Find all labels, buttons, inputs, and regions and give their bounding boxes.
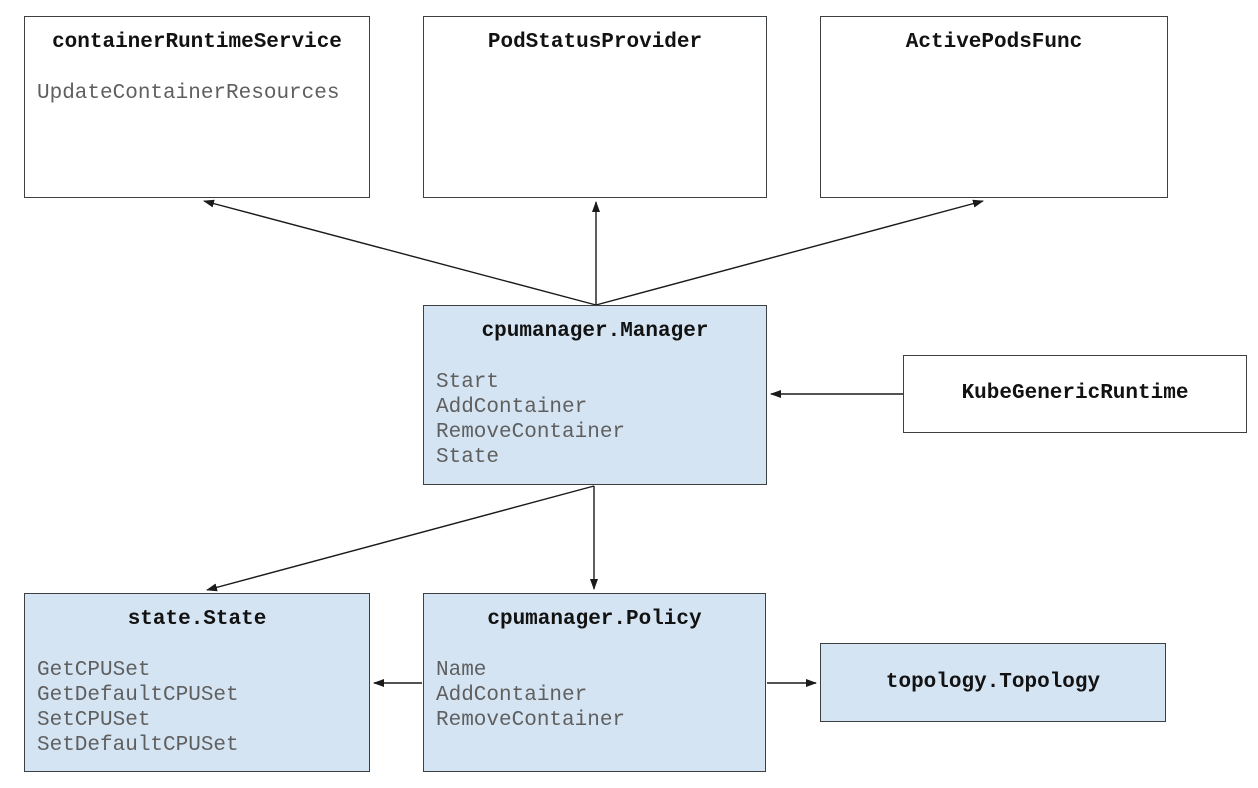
box-title: cpumanager.Policy — [487, 608, 702, 631]
method-label: SetCPUSet — [37, 709, 151, 732]
method-label: GetCPUSet — [37, 659, 151, 682]
method-label: SetDefaultCPUSet — [37, 734, 239, 757]
arrow-manager-to-state-state — [206, 485, 595, 592]
box-kube-generic-runtime: KubeGenericRuntime — [903, 355, 1247, 433]
method-label: RemoveContainer — [436, 709, 626, 732]
arrow-manager-to-active-pods-func — [595, 199, 984, 306]
method-list: UpdateContainerResources — [25, 81, 369, 106]
method-list: Start AddContainer RemoveContainer State — [424, 370, 766, 470]
method-label: RemoveContainer — [436, 421, 626, 444]
arrow-manager-to-container-runtime-service — [203, 199, 597, 306]
box-title: ActivePodsFunc — [905, 31, 1083, 54]
method-label: AddContainer — [436, 396, 588, 419]
box-topology-topology: topology.Topology — [820, 643, 1166, 722]
box-state-state: state.State GetCPUSet GetDefaultCPUSet S… — [24, 593, 370, 772]
box-title: PodStatusProvider — [487, 31, 703, 54]
box-pod-status-provider: PodStatusProvider — [423, 16, 767, 198]
box-title: KubeGenericRuntime — [961, 382, 1189, 405]
box-container-runtime-service: containerRuntimeService UpdateContainerR… — [24, 16, 370, 198]
box-cpumanager-policy: cpumanager.Policy Name AddContainer Remo… — [423, 593, 766, 772]
method-label: GetDefaultCPUSet — [37, 684, 239, 707]
method-list: GetCPUSet GetDefaultCPUSet SetCPUSet Set… — [25, 658, 369, 758]
method-label: Start — [436, 371, 500, 394]
box-cpumanager-manager: cpumanager.Manager Start AddContainer Re… — [423, 305, 767, 485]
box-title: containerRuntimeService — [52, 31, 342, 54]
method-label: State — [436, 446, 500, 469]
box-title: cpumanager.Manager — [481, 320, 709, 343]
box-title: topology.Topology — [885, 670, 1101, 694]
method-label: UpdateContainerResources — [37, 82, 340, 105]
method-list: Name AddContainer RemoveContainer — [424, 658, 765, 733]
box-active-pods-func: ActivePodsFunc — [820, 16, 1168, 198]
method-label: AddContainer — [436, 684, 588, 707]
box-title: state.State — [127, 608, 267, 631]
method-label: Name — [436, 659, 487, 682]
